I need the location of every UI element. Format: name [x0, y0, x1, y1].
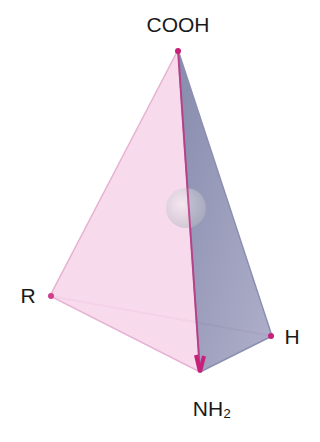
vertex-label: H [284, 326, 299, 347]
vertex [268, 333, 274, 339]
vertex [196, 355, 204, 372]
vertex-label: COOH [147, 14, 210, 35]
vertex [175, 48, 181, 54]
vertex-label: NH₂ [193, 398, 231, 419]
vertex [48, 293, 54, 299]
front-edge [178, 50, 200, 372]
vertex-label: R [20, 285, 35, 306]
central-atom [166, 188, 206, 228]
